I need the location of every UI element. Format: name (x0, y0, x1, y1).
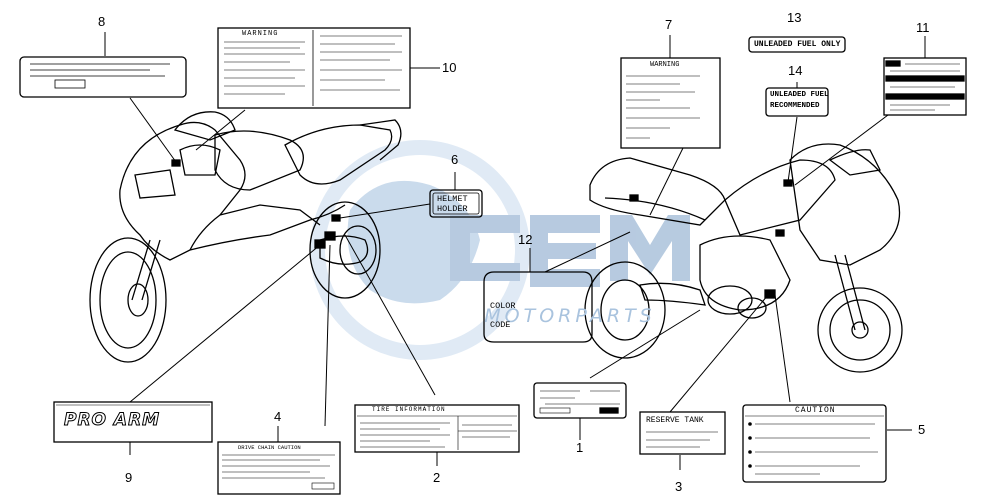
label-12 (483, 271, 593, 343)
callout-13: 13 (787, 10, 802, 25)
label-11 (883, 57, 967, 116)
label-14-text-1: UNLEADED FUEL (770, 91, 829, 99)
label-7 (620, 57, 721, 149)
label-5 (742, 404, 887, 483)
callout-9: 9 (125, 470, 133, 485)
label-14-text-2: RECOMMENDED (770, 102, 820, 110)
callout-7: 7 (665, 17, 673, 32)
callout-5: 5 (918, 422, 926, 437)
label-2-text: TIRE INFORMATION (372, 406, 446, 413)
callout-2: 2 (433, 470, 441, 485)
callout-12: 12 (518, 232, 533, 247)
label-7-warning: WARNING (650, 61, 680, 69)
callout-14: 14 (788, 63, 803, 78)
callout-3: 3 (675, 479, 683, 494)
label-9 (53, 401, 213, 443)
callout-4: 4 (274, 409, 282, 424)
callout-6: 6 (451, 152, 459, 167)
callout-11: 11 (916, 20, 930, 35)
label-10 (217, 27, 411, 109)
label-13-text: UNLEADED FUEL ONLY (754, 40, 841, 49)
label-1 (533, 382, 627, 419)
label-6 (429, 189, 483, 218)
label-14 (765, 87, 829, 117)
label-4-text: DRIVE CHAIN CAUTION (238, 444, 301, 451)
callout-8: 8 (98, 14, 106, 29)
label-5-text: CAUTION (795, 406, 836, 415)
watermark-text: MOTORPARTS (484, 305, 656, 327)
label-6-text-1: HELMET (437, 194, 468, 204)
label-10-warning: WARNING (242, 30, 279, 38)
callout-1: 1 (576, 440, 584, 455)
leader-lines (104, 32, 926, 470)
label-3 (639, 411, 726, 455)
label-3-text: RESERVE TANK (646, 416, 704, 425)
callout-10: 10 (442, 60, 457, 75)
watermark-logo (310, 140, 690, 360)
right-motorcycle (584, 143, 903, 373)
label-12-text-2: CODE (490, 320, 511, 330)
label-2 (354, 404, 520, 453)
label-8 (19, 56, 187, 98)
label-6-text-2: HOLDER (437, 204, 468, 214)
label-4 (217, 441, 341, 495)
left-motorcycle (89, 111, 402, 363)
label-13 (748, 36, 846, 53)
label-12-text-1: COLOR (490, 301, 516, 311)
label-9-text: PRO ARM (63, 410, 161, 431)
